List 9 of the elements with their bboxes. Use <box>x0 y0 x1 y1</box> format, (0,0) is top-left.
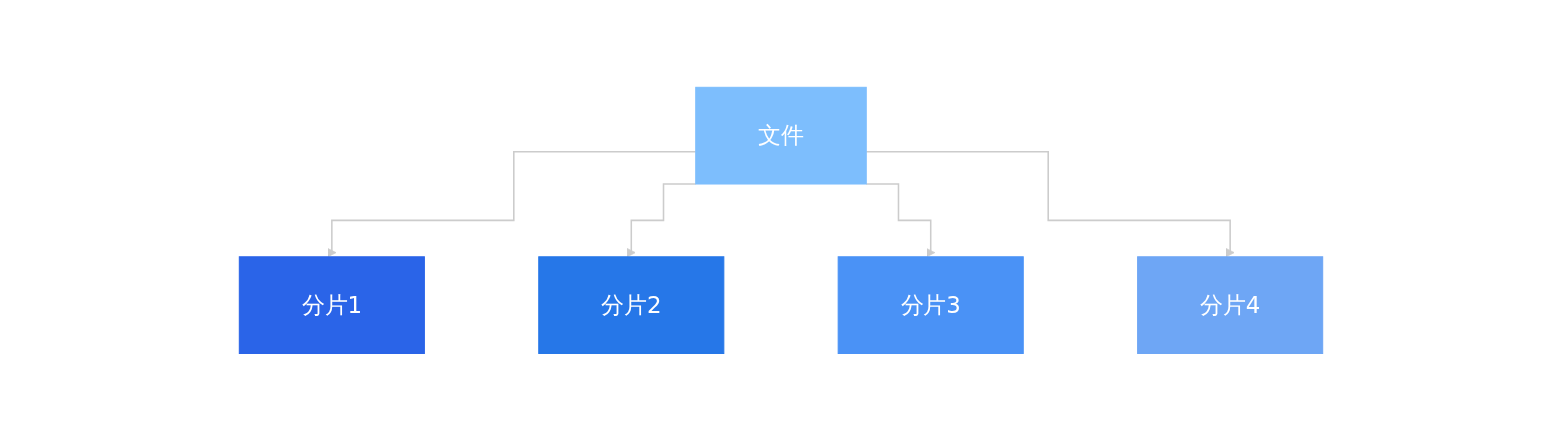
node-box: 分片1 <box>238 255 425 354</box>
arrow <box>626 182 697 257</box>
node-box: 文件 <box>695 86 867 185</box>
arrow <box>865 182 936 257</box>
node-box: 分片2 <box>538 255 725 354</box>
node-box: 分片3 <box>837 255 1024 354</box>
arrow <box>865 150 1235 257</box>
arrow <box>327 150 697 257</box>
node-box: 分片4 <box>1137 255 1324 354</box>
